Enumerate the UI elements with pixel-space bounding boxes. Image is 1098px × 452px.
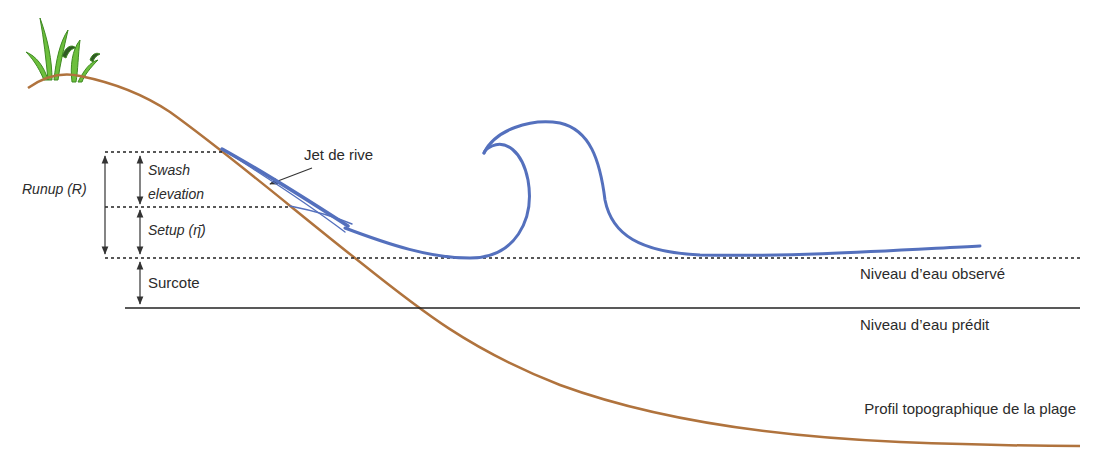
annotation-label: Jet de rive bbox=[304, 146, 373, 163]
annotation-label: Surcote bbox=[148, 274, 200, 291]
wave bbox=[222, 122, 980, 258]
annotation-label: Niveau d’eau prédit bbox=[860, 316, 989, 333]
level-lines bbox=[105, 152, 1080, 308]
grass-icon bbox=[26, 18, 100, 82]
annotation-label: Swash elevation bbox=[148, 158, 218, 206]
annotation-label: Profil topographique de la plage bbox=[864, 400, 1076, 417]
dimension-arrows bbox=[105, 156, 312, 304]
annotation-label: Setup (η̄) bbox=[148, 222, 206, 238]
beach-profile bbox=[28, 75, 1080, 447]
annotation-label: Runup (R) bbox=[22, 181, 87, 197]
annotation-label: Niveau d’eau observé bbox=[860, 265, 1005, 282]
